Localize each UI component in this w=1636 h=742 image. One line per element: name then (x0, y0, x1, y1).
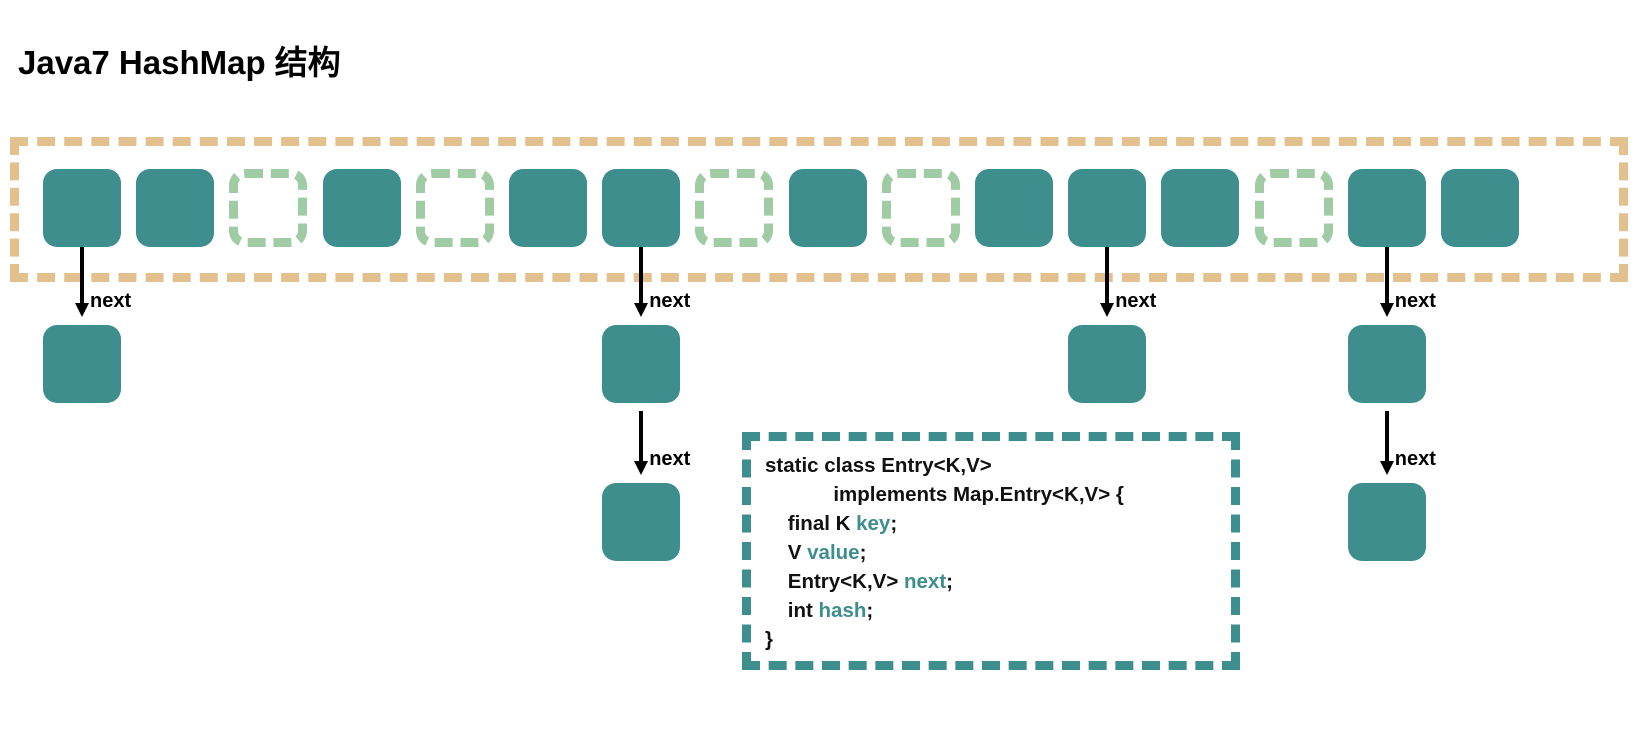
arrow-shaft-icon (1384, 411, 1389, 462)
bucket-cell-1 (136, 169, 215, 247)
code-text: ; (946, 570, 953, 593)
bucket-cell-15 (1441, 169, 1519, 247)
chain-node-2-0 (1068, 325, 1147, 403)
next-arrow-1-1 (634, 411, 649, 475)
arrow-shaft-icon (1105, 247, 1110, 304)
bucket-cell-12 (1161, 169, 1240, 247)
code-text: static class Entry<K,V> (765, 454, 992, 477)
code-identifier: value (807, 541, 860, 564)
next-label-0-0: next (90, 290, 132, 312)
next-label-2-0: next (1115, 290, 1157, 312)
bucket-cell-7 (695, 169, 774, 247)
bucket-cell-14 (1347, 169, 1426, 247)
arrow-head-icon (1379, 461, 1394, 475)
code-line-6: } (765, 625, 1124, 654)
arrow-head-icon (634, 461, 649, 475)
code-line-5: int hash; (765, 596, 1124, 625)
code-identifier: next (904, 570, 947, 593)
code-identifier: key (856, 512, 891, 535)
code-identifier: hash (818, 599, 867, 622)
chain-node-1-0 (602, 325, 681, 403)
bucket-cell-5 (509, 169, 587, 247)
chain-node-3-1 (1347, 483, 1426, 561)
chain-node-0-0 (43, 325, 121, 403)
code-text: V (765, 541, 808, 564)
code-line-1: implements Map.Entry<K,V> { (765, 480, 1124, 509)
code-line-2: final K key; (765, 509, 1124, 538)
bucket-cell-11 (1068, 169, 1147, 247)
next-label-3-1: next (1394, 448, 1436, 470)
arrow-shaft-icon (639, 247, 644, 304)
next-arrow-3-1 (1379, 411, 1394, 475)
bucket-cell-9 (881, 169, 960, 247)
bucket-cell-2 (229, 169, 308, 247)
chain-node-1-1 (602, 483, 681, 561)
next-arrow-0-0 (75, 247, 89, 317)
bucket-cell-6 (602, 169, 681, 247)
entry-class-code-box: static class Entry<K,V> implements Map.E… (742, 432, 1240, 670)
arrow-head-icon (634, 303, 649, 317)
code-text: } (765, 628, 773, 651)
code-text: Entry<K,V> (765, 570, 904, 593)
arrow-head-icon (75, 303, 89, 317)
next-label-1-1: next (649, 448, 691, 470)
bucket-cell-0 (43, 169, 121, 247)
code-text: final K (765, 512, 857, 535)
code-text: int (765, 599, 819, 622)
entry-class-code-text: static class Entry<K,V> implements Map.E… (765, 451, 1124, 654)
bucket-cell-3 (322, 169, 401, 247)
code-line-3: V value; (765, 538, 1124, 567)
next-arrow-2-0 (1100, 247, 1115, 317)
code-line-4: Entry<K,V> next; (765, 567, 1124, 596)
bucket-cell-8 (788, 169, 867, 247)
next-label-3-0: next (1394, 290, 1436, 312)
chain-node-3-0 (1347, 325, 1426, 403)
bucket-cell-4 (415, 169, 494, 247)
page-title: Java7 HashMap 结构 (18, 44, 341, 81)
arrow-shaft-icon (1384, 247, 1389, 304)
code-text: ; (866, 599, 874, 622)
bucket-cell-13 (1254, 169, 1333, 247)
arrow-head-icon (1379, 303, 1394, 317)
arrow-shaft-icon (80, 247, 84, 304)
next-arrow-3-0 (1379, 247, 1394, 317)
next-arrow-1-0 (634, 247, 649, 317)
code-line-0: static class Entry<K,V> (765, 451, 1124, 480)
code-text: ; (859, 541, 867, 564)
arrow-shaft-icon (639, 411, 644, 462)
code-text: ; (890, 512, 898, 535)
arrow-head-icon (1100, 303, 1115, 317)
next-label-1-0: next (649, 290, 691, 312)
bucket-array-container (10, 137, 1628, 282)
code-text: implements Map.Entry<K,V> { (765, 483, 1124, 506)
bucket-cell-10 (975, 169, 1053, 247)
